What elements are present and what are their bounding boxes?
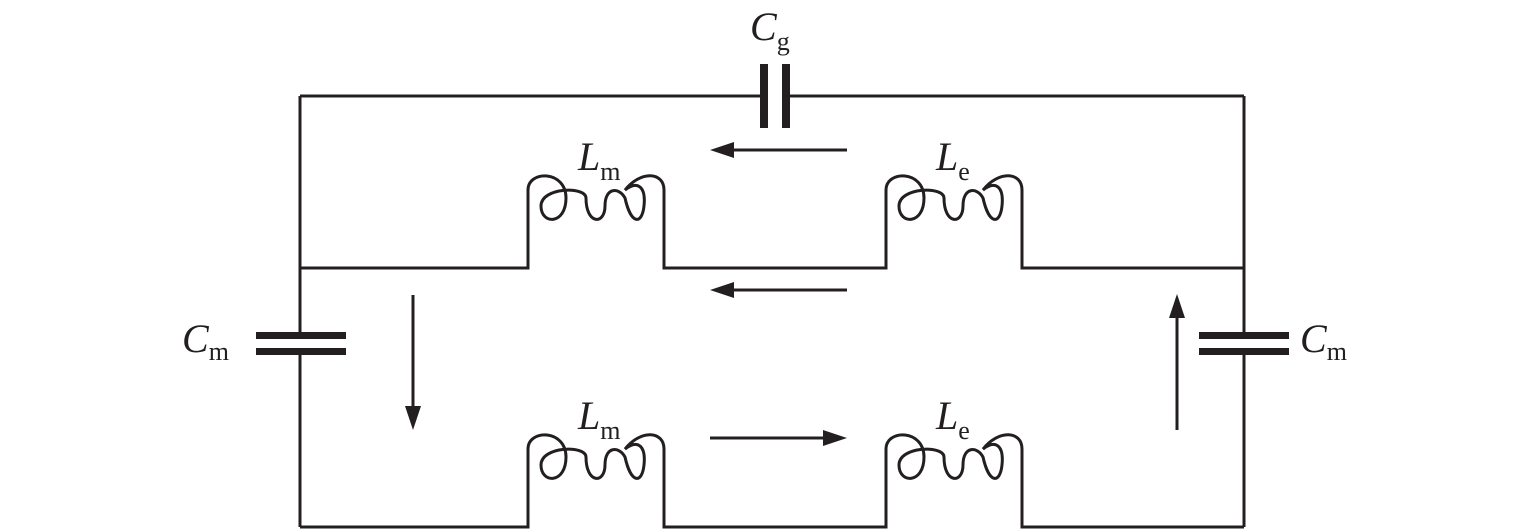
arrow-middle-left [710,282,847,298]
wire-middle [300,190,1244,270]
arrow-top-left [710,142,847,158]
label-lm-bottom: Lm [577,393,620,445]
inductor-le-bottom [884,433,1024,480]
arrow-bottom-right [710,430,847,446]
label-cm-right: Cm [1300,316,1347,366]
arrow-right-up [1169,294,1185,430]
label-lm-top: Lm [577,134,620,186]
label-cm-left: Cm [182,316,229,366]
capacitor-cm-left [256,332,346,355]
inductor-lm-top [526,174,666,221]
inductor-lm-bottom [526,433,666,480]
label-cg: Cg [750,4,790,56]
label-le-top: Le [935,134,970,186]
capacitor-cg [760,64,790,128]
label-le-bottom: Le [935,393,970,445]
inductor-le-top [884,174,1024,221]
wire-bottom [300,449,1244,529]
capacitor-cm-right [1199,332,1289,355]
arrow-left-down [405,295,421,430]
